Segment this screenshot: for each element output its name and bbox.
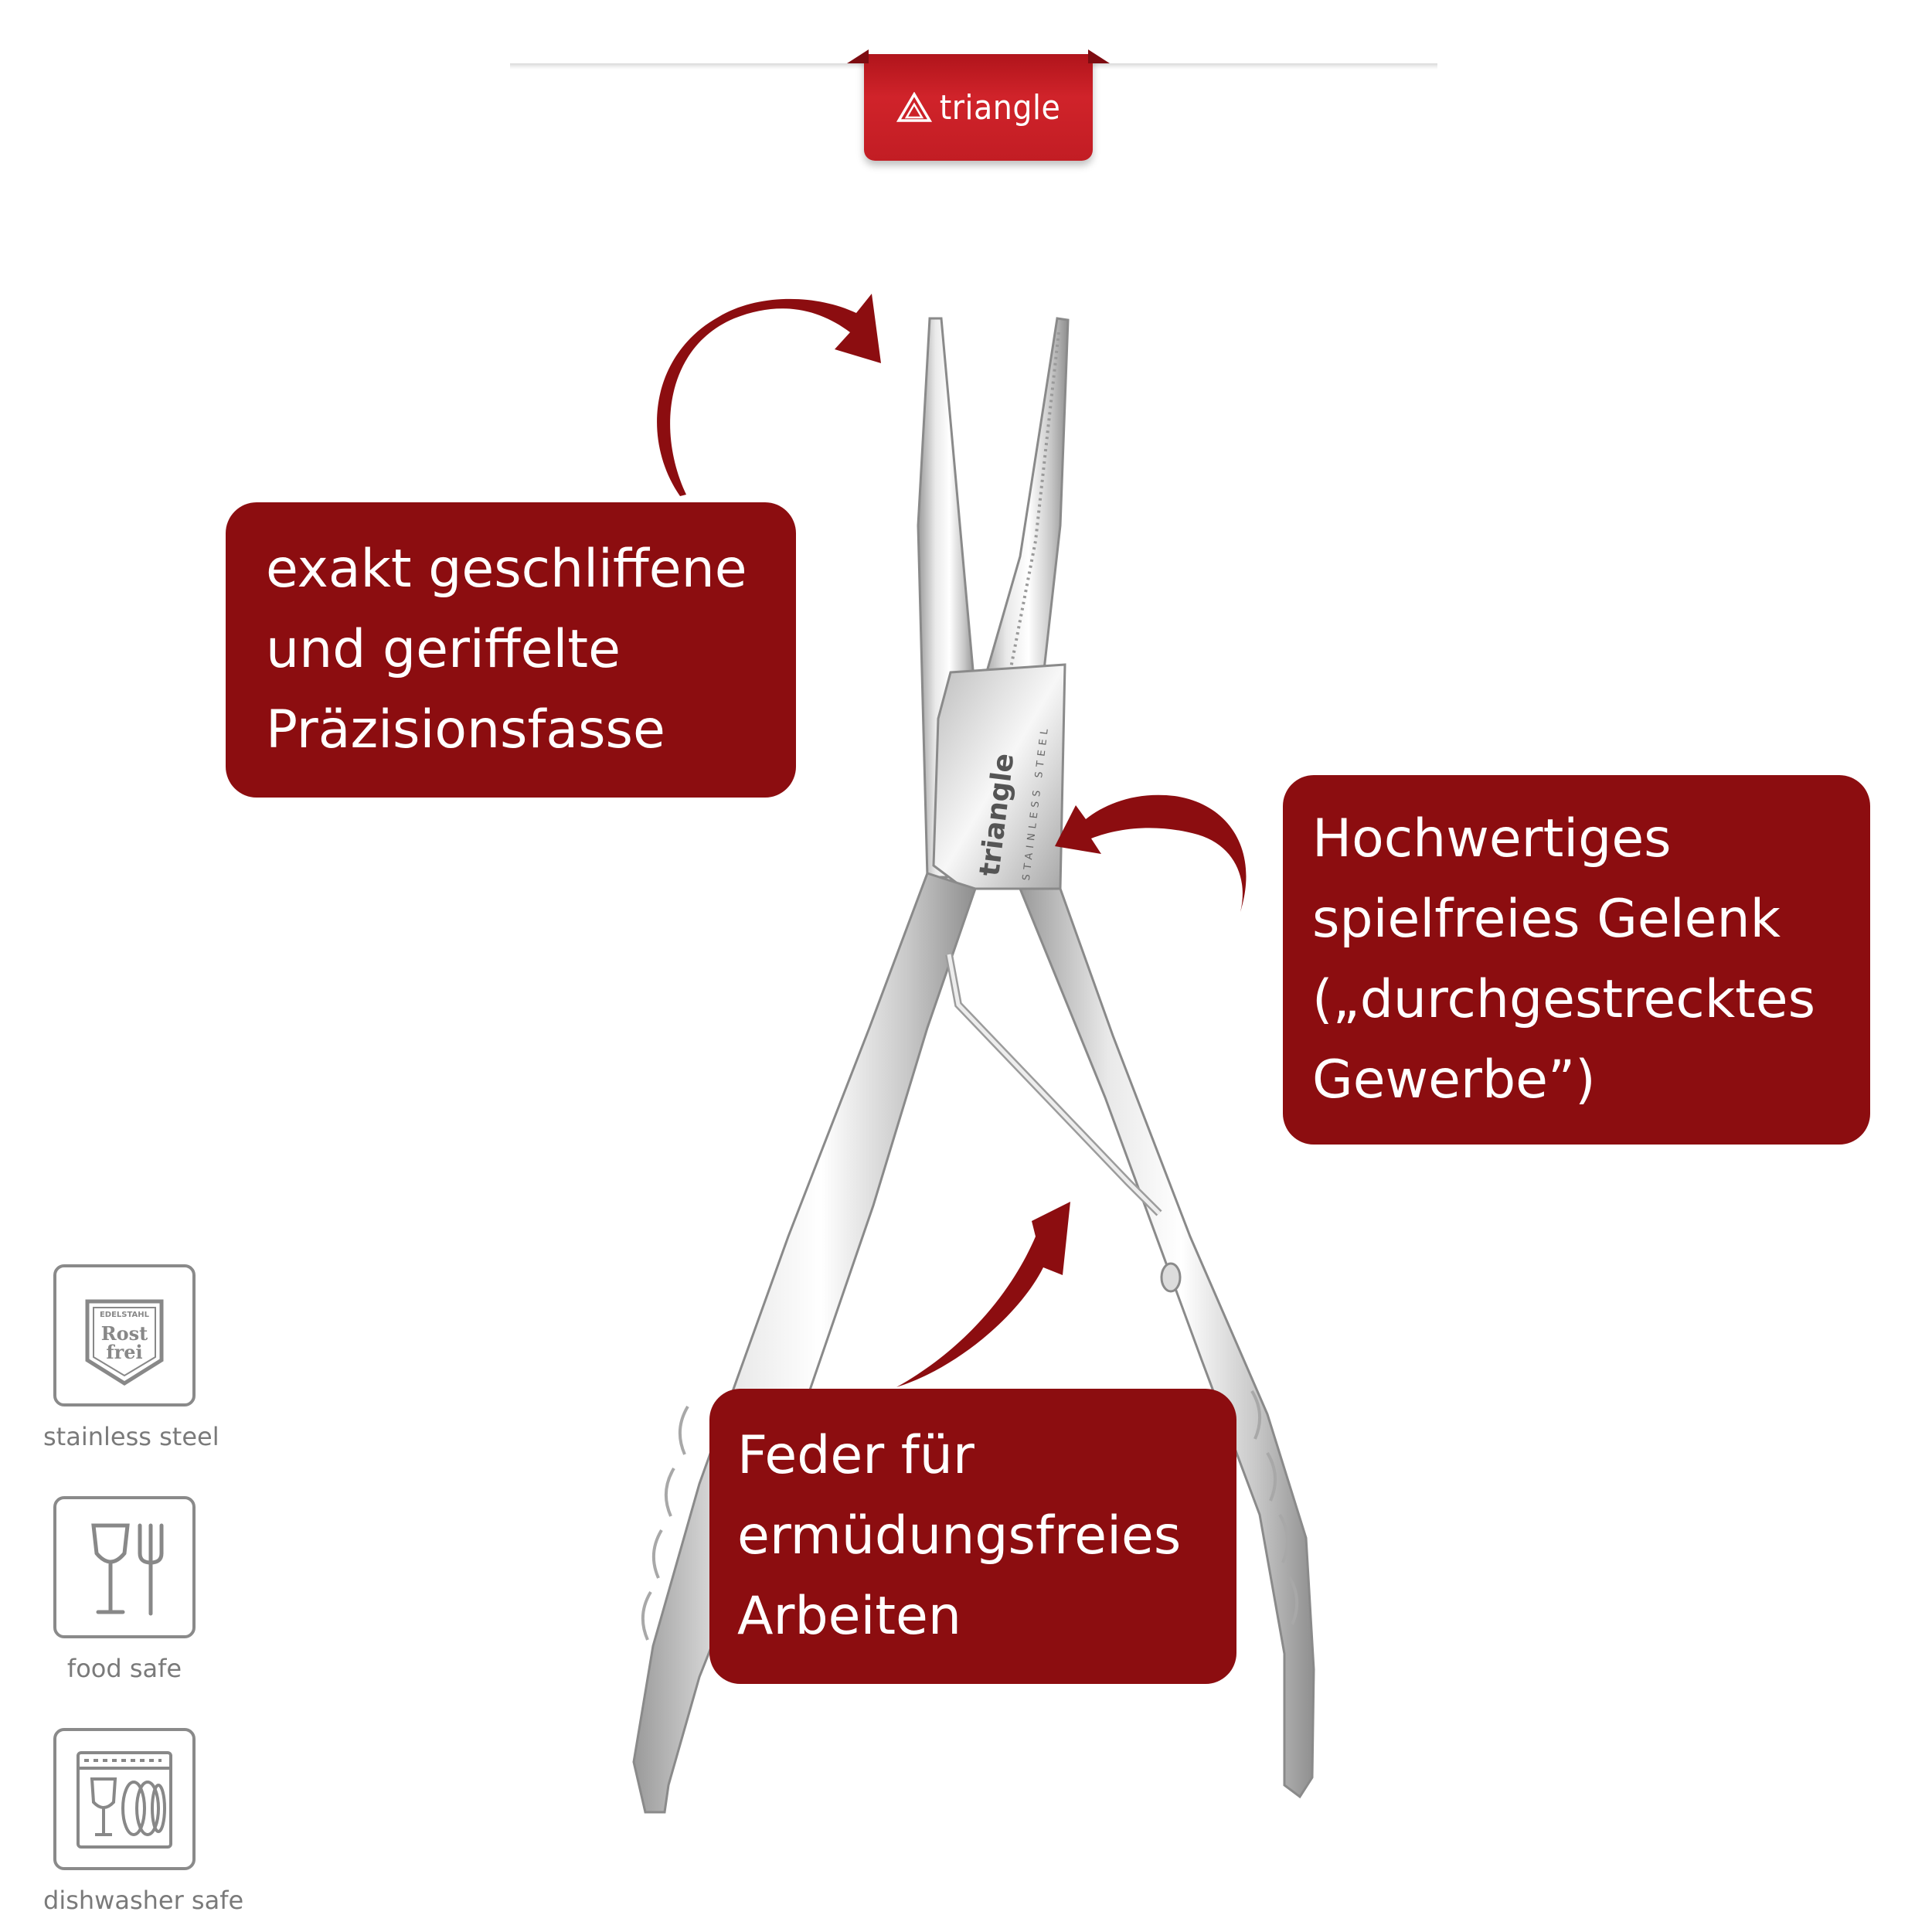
cert-label: dishwasher safe xyxy=(43,1886,244,1915)
arrows xyxy=(657,294,1247,1387)
badge-line1-text: Rost xyxy=(101,1322,148,1345)
cert-food-safe: food safe xyxy=(43,1496,206,1683)
arrow-to-joint xyxy=(1055,794,1247,912)
dishwasher-icon xyxy=(53,1728,196,1870)
glass-fork-icon xyxy=(53,1496,196,1638)
rostfrei-shield-icon: EDELSTAHL Rost frei xyxy=(53,1264,196,1406)
callout-joint: Hochwertiges spielfreies Gelenk („durchg… xyxy=(1283,775,1870,1145)
arrow-to-jaws xyxy=(657,294,881,496)
callout-precision-jaws: exakt geschliffene und geriffelte Präzis… xyxy=(226,502,796,798)
callout-line: Hochwertiges xyxy=(1312,808,1672,869)
callout-line: Präzisionsfasse xyxy=(266,699,665,760)
brand-name: triangle xyxy=(939,87,1061,128)
callout-line: („durchgestrecktes xyxy=(1312,969,1816,1030)
callout-line: Arbeiten xyxy=(737,1586,961,1647)
callout-line: Feder für xyxy=(737,1425,975,1486)
brand-logo-tab: triangle xyxy=(847,49,1110,161)
callout-line: exakt geschliffene xyxy=(266,539,747,600)
badge-line2-text: frei xyxy=(106,1341,142,1363)
pliers-jaw-right xyxy=(978,317,1070,724)
callout-line: und geriffelte xyxy=(266,619,621,680)
badge-top-text: EDELSTAHL xyxy=(100,1311,150,1319)
cert-dishwasher-safe: dishwasher safe xyxy=(43,1728,244,1915)
cert-label: stainless steel xyxy=(43,1422,219,1451)
arrow-to-spring xyxy=(896,1202,1070,1387)
callout-spring: Feder für ermüdungsfreies Arbeiten xyxy=(709,1389,1236,1684)
callout-line: Gewerbe”) xyxy=(1312,1049,1596,1111)
triangle-logo-icon xyxy=(896,92,932,122)
cert-stainless-steel: EDELSTAHL Rost frei stainless steel xyxy=(43,1264,219,1451)
callout-line: spielfreies Gelenk xyxy=(1312,889,1781,950)
cert-label: food safe xyxy=(66,1654,182,1683)
callout-line: ermüdungsfreies xyxy=(737,1505,1182,1566)
